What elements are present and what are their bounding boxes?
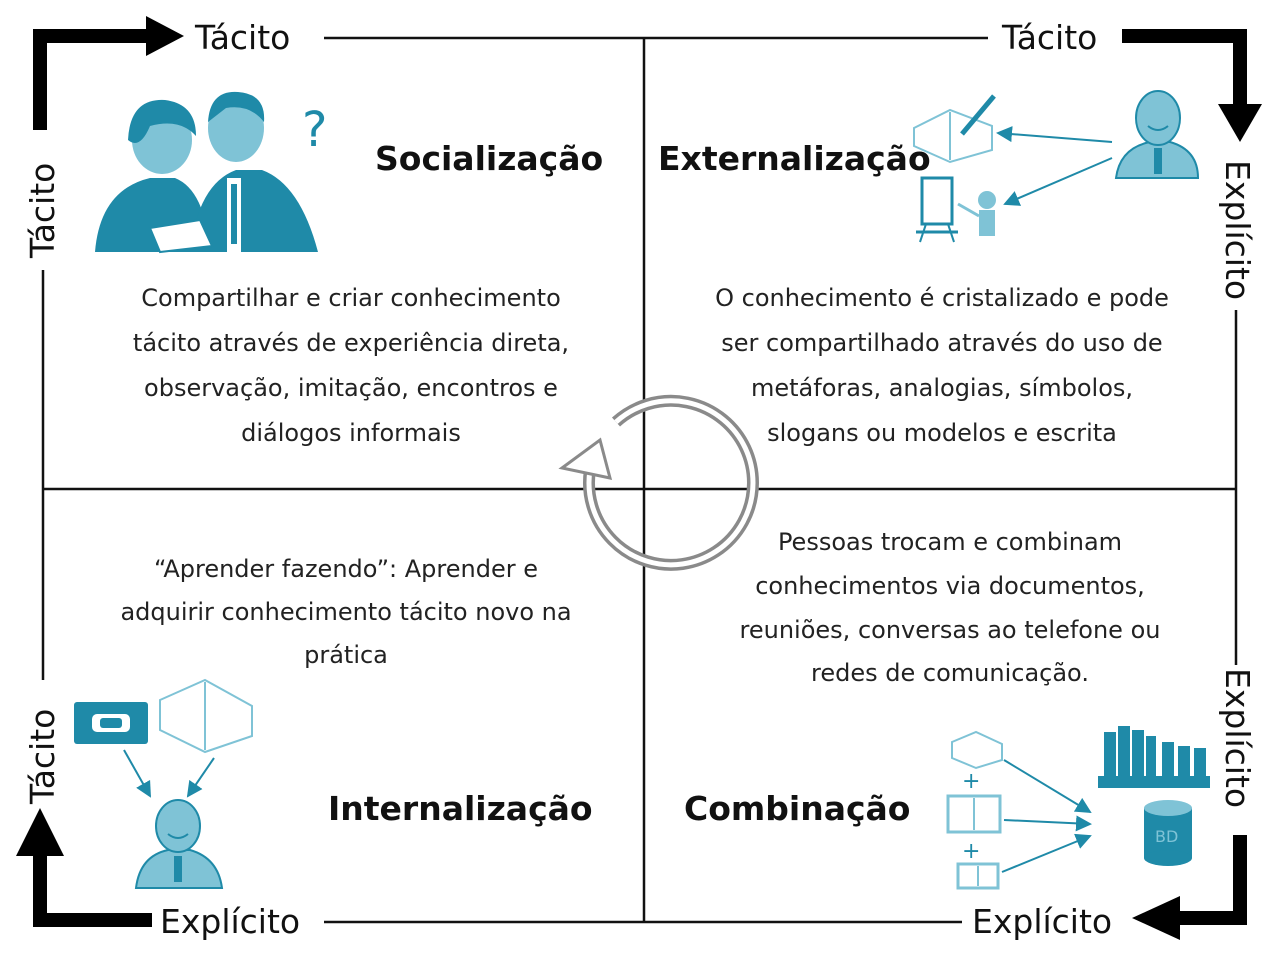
- desc-combinacao: Pessoas trocam e combinam conhecimentos …: [740, 528, 1161, 687]
- corner-arrows: [33, 29, 1247, 927]
- desc-externalizacao: O conhecimento é cristalizado e pode ser…: [715, 284, 1169, 447]
- desc-line: redes de comunicação.: [811, 659, 1089, 687]
- arrowhead-right-icon: [146, 16, 184, 56]
- desc-line: Pessoas trocam e combinam: [778, 528, 1122, 556]
- axis-label-right-lower: Explícito: [1218, 668, 1257, 808]
- desc-line: “Aprender fazendo”: Aprender e: [154, 555, 538, 583]
- corner-arrow-bottom-right: [1175, 835, 1247, 925]
- desc-line: reuniões, conversas ao telefone ou: [740, 616, 1161, 644]
- desc-line: metáforas, analogias, símbolos,: [751, 374, 1133, 402]
- title-combinacao: Combinação: [684, 789, 910, 828]
- question-mark-icon: ?: [302, 102, 327, 158]
- corner-arrow-top-right: [1122, 29, 1247, 108]
- arrowhead-up-icon: [16, 808, 64, 856]
- corner-arrow-top-left: [33, 29, 150, 130]
- desc-internalizacao: “Aprender fazendo”: Aprender e adquirir …: [120, 555, 571, 669]
- desc-socializacao: Compartilhar e criar conhecimento tácito…: [133, 284, 569, 447]
- axis-label-top-right: Tácito: [1001, 18, 1097, 57]
- title-internalizacao: Internalização: [328, 789, 593, 828]
- plus-icon: +: [962, 769, 980, 794]
- desc-line: adquirir conhecimento tácito novo na: [120, 598, 571, 626]
- presenter-icon: [978, 191, 996, 209]
- database-icon: BD: [1144, 800, 1192, 866]
- axis-label-bottom-right: Explícito: [972, 902, 1112, 941]
- combination-illustration: + + BD: [946, 726, 1210, 890]
- person-icon: [134, 799, 224, 889]
- person-icon: [1114, 90, 1200, 179]
- axis-label-left-lower: Tácito: [23, 709, 62, 805]
- axis-label-right-upper: Explícito: [1218, 160, 1257, 300]
- arrowhead-down-icon: [1218, 104, 1262, 142]
- axis-label-left-upper: Tácito: [23, 163, 62, 259]
- file-binders-icon: [1098, 726, 1210, 788]
- open-book-icon: [159, 678, 253, 754]
- axis-label-top-left: Tácito: [194, 18, 290, 57]
- cycle-arrow-icon: [558, 394, 759, 571]
- frame-lines: [41, 36, 1238, 924]
- database-label: BD: [1155, 827, 1178, 846]
- internalization-illustration: [74, 678, 253, 889]
- desc-line: O conhecimento é cristalizado e pode: [715, 284, 1169, 312]
- corner-arrow-bottom-left: [33, 852, 152, 927]
- pencil-icon: [960, 94, 996, 136]
- desc-line: observação, imitação, encontros e: [144, 374, 558, 402]
- desc-line: conhecimentos via documentos,: [755, 572, 1145, 600]
- desc-line: Compartilhar e criar conhecimento: [141, 284, 561, 312]
- arrowhead-left-icon: [1132, 896, 1180, 940]
- plus-icon: +: [962, 839, 980, 864]
- title-externalizacao: Externalização: [658, 139, 931, 178]
- open-book-icon: [951, 730, 1003, 770]
- desc-line: diálogos informais: [241, 419, 461, 447]
- desc-line: slogans ou modelos e escrita: [767, 419, 1117, 447]
- desc-line: ser compartilhado através do uso de: [721, 329, 1162, 357]
- desc-line: prática: [304, 641, 388, 669]
- desc-line: tácito através de experiência direta,: [133, 329, 569, 357]
- externalization-illustration: [913, 90, 1200, 243]
- title-socializacao: Socialização: [375, 139, 603, 178]
- two-people-icon: [95, 91, 318, 254]
- axis-label-bottom-left: Explícito: [160, 902, 300, 941]
